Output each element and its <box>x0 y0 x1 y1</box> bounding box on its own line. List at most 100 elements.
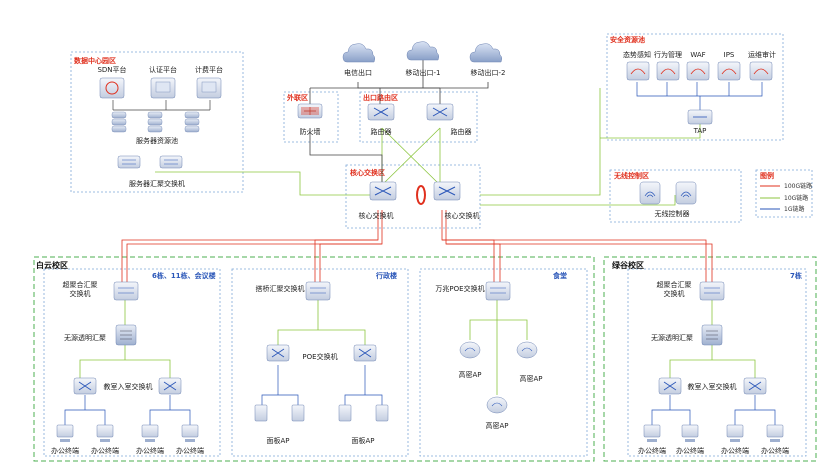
subzone1-passive-label: 无源透明汇聚 <box>64 333 106 342</box>
datacenter-zone-title: 数据中心园区 <box>74 56 116 65</box>
campus-right-access-label: 教室入室交换机 <box>688 382 737 391</box>
subzone3-title: 食堂 <box>552 271 567 280</box>
core-uplinks <box>381 127 441 186</box>
egress-zone-box <box>359 91 478 143</box>
legend-box <box>755 169 813 218</box>
security-item-label: 行为管理 <box>654 50 682 59</box>
subzone1-links <box>79 300 171 378</box>
security-item-label: 态势感知 <box>623 50 651 59</box>
high-density-ap-label: 高密AP <box>485 421 508 430</box>
core-switch-right-label: 核心交换机 <box>445 211 480 220</box>
subzone1-title: 6栋、11栋、会议楼 <box>152 271 216 280</box>
core-switch-left-label: 核心交换机 <box>359 211 394 220</box>
router-right-label: 路由器 <box>451 127 472 136</box>
security-zone-box <box>606 33 784 141</box>
server-pool-icon <box>111 111 200 133</box>
campus-right-agg-label-2: 交换机 <box>664 289 685 298</box>
wireless-controller-icon <box>639 181 697 205</box>
subzone1-agg-label-1: 超聚合汇聚 <box>63 280 98 289</box>
sdn-platform-label: SDN平台 <box>97 65 126 74</box>
tap-label: TAP <box>693 127 707 135</box>
datacenter-core-link <box>155 171 382 196</box>
poe-switch-icon <box>266 344 290 362</box>
firewall-core-link <box>309 128 383 185</box>
campus-right-box <box>603 256 817 462</box>
panel-ap-left-label: 面板AP <box>266 436 289 445</box>
campus-right-links <box>669 300 756 378</box>
legend-10g-label: 10G链路 <box>784 194 808 202</box>
terminal-label: 办公终端 <box>761 446 789 455</box>
agg-switch-icon <box>305 281 331 301</box>
terminal-label: 办公终端 <box>51 446 79 455</box>
datacenter-zone-box <box>70 51 244 193</box>
auth-platform-label: 认证平台 <box>149 65 177 74</box>
access-switch-icon <box>158 377 182 395</box>
legend-1g-label: 1G链路 <box>784 205 804 213</box>
security-item-label: 运维审计 <box>748 50 776 59</box>
campus-right-access-links <box>651 395 776 425</box>
core-switch-icon <box>433 181 461 201</box>
panel-ap-icons <box>254 404 389 422</box>
subzone1-access-label: 教室入室交换机 <box>104 382 153 391</box>
firewall-icon <box>297 103 323 119</box>
agg-switch-icon <box>699 281 725 301</box>
legend-100g-label: 100G链路 <box>784 182 812 190</box>
cloud-telecom-label: 电信出口 <box>344 68 372 77</box>
high-density-ap-icons <box>459 341 538 414</box>
subzone2-agg-label: 搭桥汇聚交换机 <box>256 284 305 293</box>
billing-platform-icon <box>196 77 222 99</box>
terminal-label: 办公终端 <box>91 446 119 455</box>
billing-platform-label: 计费平台 <box>195 65 223 74</box>
passive-agg-icon <box>115 324 137 346</box>
router-left-label: 路由器 <box>371 127 392 136</box>
core-switch-icon <box>369 181 397 201</box>
wireless-core-link <box>480 195 676 206</box>
core-zone-box <box>345 164 481 229</box>
subzone1-agg-label-2: 交换机 <box>70 289 91 298</box>
security-appliance-icons <box>626 61 773 81</box>
subzone2-poe-label: POE交换机 <box>302 352 337 361</box>
subzone-right-box <box>627 268 807 457</box>
subzone3-poe-label: 万兆POE交换机 <box>435 284 484 293</box>
wireless-zone-box <box>609 169 742 223</box>
campus-right-sub-title: 7栋 <box>790 271 802 280</box>
core-downlinks <box>121 210 713 282</box>
high-density-ap-label: 高密AP <box>458 370 481 379</box>
core-stack-link <box>416 185 426 205</box>
agg-switch-icon <box>113 281 139 301</box>
subzone2-ap-links <box>261 365 383 405</box>
passive-agg-icon <box>701 324 723 346</box>
subzone3-links <box>469 300 528 395</box>
router-icon <box>367 103 395 121</box>
terminal-icons <box>643 424 784 442</box>
wireless-zone-title: 无线控制区 <box>613 171 649 180</box>
switch-icon <box>159 155 183 169</box>
terminal-icons <box>56 424 199 442</box>
high-density-ap-label: 高密AP <box>519 374 542 383</box>
subzone2-links <box>277 300 366 345</box>
router-icon <box>426 103 454 121</box>
terminal-label: 办公终端 <box>638 446 666 455</box>
campus-right-agg-label-1: 超聚合汇聚 <box>657 280 692 289</box>
external-zone-title: 外联区 <box>287 93 308 102</box>
cloud-mobile2-label: 移动出口-2 <box>471 68 506 77</box>
security-item-label: WAF <box>690 51 705 59</box>
cloud-icon <box>469 43 503 63</box>
security-links <box>636 82 763 110</box>
campus-right-passive-label: 无源透明汇聚 <box>651 333 693 342</box>
access-switch-icon <box>73 377 97 395</box>
cloud-icon <box>342 43 376 63</box>
campus-left-box <box>33 256 595 462</box>
campus-right-title: 绿谷校区 <box>612 260 644 270</box>
cloud-icon <box>406 41 440 61</box>
campus-left-title: 白云校区 <box>36 260 68 270</box>
legend-title: 图例 <box>760 171 774 180</box>
security-core-link <box>480 88 701 196</box>
server-agg-label: 服务器汇聚交换机 <box>129 179 185 188</box>
sdn-platform-icon <box>99 77 125 99</box>
terminal-label: 办公终端 <box>176 446 204 455</box>
terminal-label: 办公终端 <box>676 446 704 455</box>
panel-ap-right-label: 面板AP <box>351 436 374 445</box>
subzone-3-box <box>419 268 588 457</box>
